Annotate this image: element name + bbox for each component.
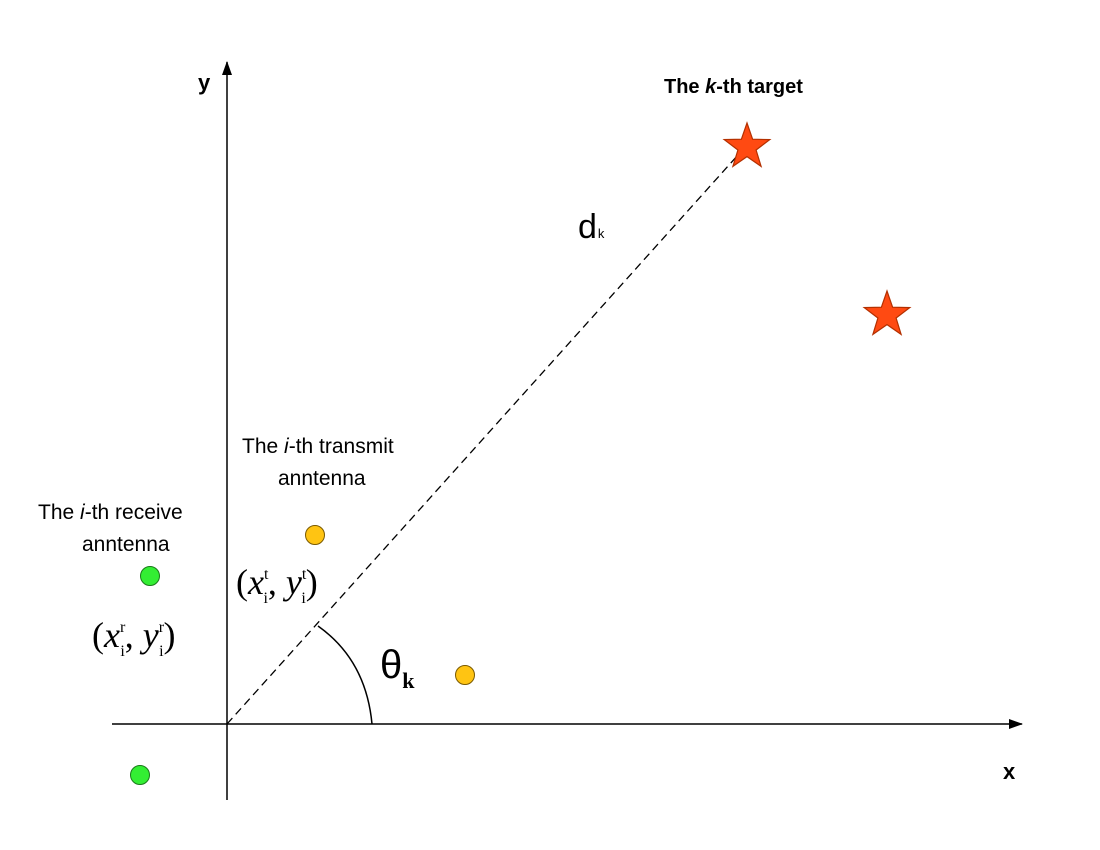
- transmit-antenna-marker: [305, 525, 325, 545]
- transmit-antenna-label: The i-th transmit: [242, 435, 394, 458]
- angle-label: θk: [380, 643, 415, 693]
- receive-antenna-label-line2: anntenna: [82, 533, 170, 556]
- angle-arc: [317, 625, 373, 725]
- y-axis-label: y: [198, 70, 211, 95]
- x-axis-label: x: [1003, 759, 1016, 784]
- target-label: The k-th target: [664, 76, 803, 98]
- distance-line: [226, 154, 739, 725]
- receive-antenna-marker: [130, 765, 150, 785]
- target-star: [722, 121, 772, 168]
- transmit-antenna-marker: [455, 665, 475, 685]
- distance-label: dk: [578, 208, 605, 246]
- receive-antenna-marker: [140, 566, 160, 586]
- receive-antenna-label: The i-th receive: [38, 501, 183, 524]
- transmit-antenna-label-line2: anntenna: [278, 467, 366, 490]
- target-star: [862, 289, 912, 336]
